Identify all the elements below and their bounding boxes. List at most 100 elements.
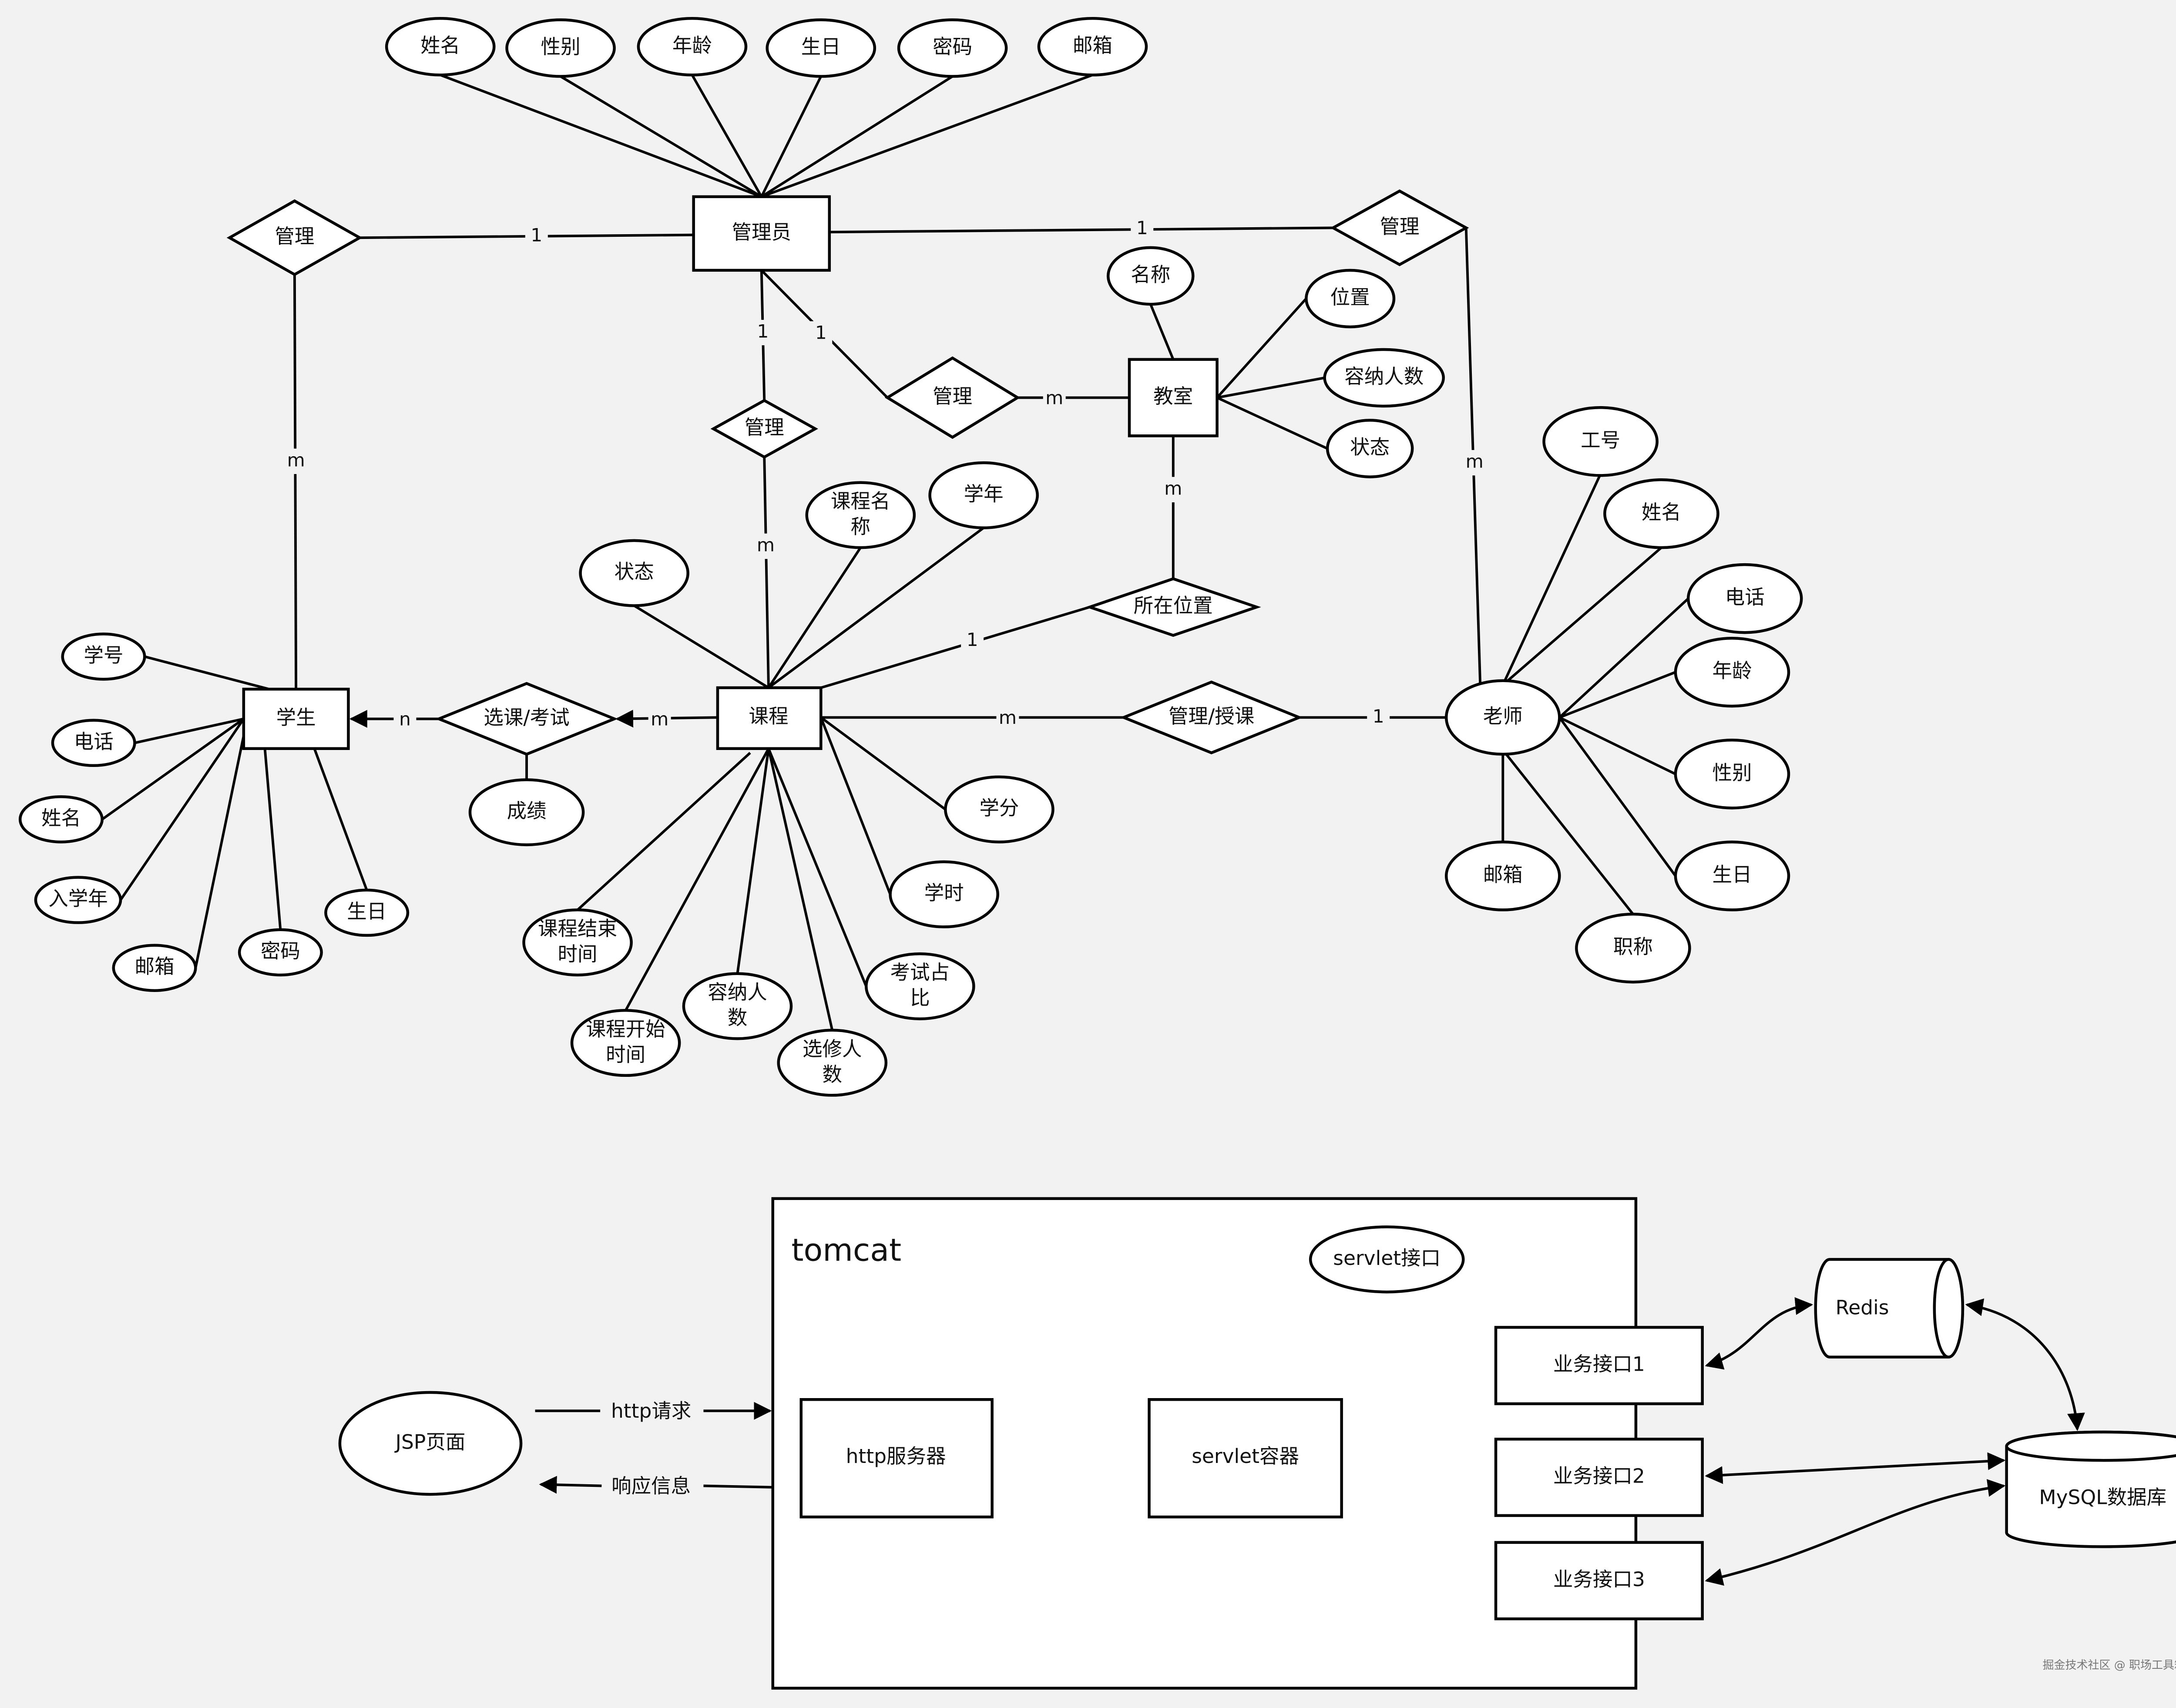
connector-line [760,76,822,198]
arrow-line [539,1476,602,1494]
connector-line [1216,298,1307,399]
attribute-ellipse [637,17,748,77]
connector-line [1216,396,1328,450]
cardinality-label: m [651,708,668,730]
cardinality-bg [648,707,671,733]
connector-line [263,748,282,930]
cardinality-bg [1162,477,1185,503]
service-interface-2 [1494,1438,1704,1517]
redis-label: Redis [1836,1296,1889,1319]
connector-line [1501,473,1602,686]
attribute-ellipse [18,795,104,844]
http-request-label: http请求 [611,1399,691,1422]
attribute-label: 入学年 [48,887,108,910]
service-interface-1 [1494,1326,1704,1405]
cardinality-bg [1131,216,1154,242]
entity-teacher [1444,679,1561,756]
attribute-ellipse [1686,563,1803,634]
servlet-interface-label: servlet接口 [1333,1247,1441,1270]
relationship-label: 管理 [275,225,314,248]
attribute-ellipse [1674,841,1790,911]
attribute-ellipse [777,1029,888,1097]
attribute-label: 密码 [261,939,300,962]
attribute-ellipse [1674,739,1790,810]
attribute-label-box: 课程结束时间 [538,918,617,967]
connector-line [820,716,947,810]
connector-line [1558,716,1677,877]
attribute-label: 姓名 [420,34,460,57]
cardinality-label: m [1045,387,1063,408]
connector-line [761,75,954,198]
attribute-label: 姓名 [41,807,81,830]
connector-line [633,604,769,689]
attribute-ellipse [522,908,633,977]
attribute-label: 课程名称 [831,491,890,539]
attribute-label: 学年 [964,482,1004,505]
connector-line [736,748,770,974]
attribute-ellipse [505,18,616,78]
attribute-ellipse [238,928,323,977]
attribute-label-wrap: 考试占比 [866,955,974,1017]
connector-line [101,718,245,820]
attribute-label-box: 课程开始时间 [586,1019,665,1067]
attribute-label: 学号 [84,644,124,667]
attribute-ellipse [468,778,585,847]
attribute-ellipse [324,888,410,937]
attribute-ellipse [1674,636,1790,708]
connector-line [767,547,862,689]
attribute-label: 位置 [1330,286,1370,309]
connector-line [763,457,770,688]
attribute-label: 生日 [801,35,841,58]
mysql-link [1705,1479,2006,1586]
relationship-admin_classroom [884,356,1021,439]
relationship-label: 选课/考试 [484,706,569,729]
connector-line [625,748,770,1011]
servlet-container-label: servlet容器 [1192,1445,1299,1468]
attribute-ellipse [805,481,916,549]
connector-line [1502,546,1662,686]
watermark: 掘金技术社区 @ 职场工具箱 [2042,1659,2176,1672]
cardinality-bg [525,223,548,249]
cardinality-label: 1 [531,224,542,245]
entity-student [242,688,350,750]
mysql-link [1705,1452,2006,1484]
connector-line [313,748,368,891]
attribute-ellipse [897,18,1008,78]
mysql-label: MySQL数据库 [2039,1486,2166,1509]
attribute-label: 成绩 [507,800,547,823]
connector-line [691,74,763,198]
entity-label: 课程 [749,705,788,728]
entity-label: 老师 [1483,705,1523,728]
attribute-label: 状态 [615,560,654,583]
attribute-ellipse [889,860,999,928]
attribute-ellipse [51,719,136,767]
connector-line [703,1484,772,1489]
cardinality-bg [751,319,775,346]
connector-line [1558,598,1689,719]
attribute-label-box: 容纳人数 [708,982,767,1030]
attribute-ellipse [944,775,1054,844]
cardinality-bg [393,707,416,733]
cardinality-label: 1 [1136,217,1148,239]
attribute-label: 性别 [1712,761,1752,784]
relationship-label: 所在位置 [1134,594,1213,617]
attribute-ellipse [1444,841,1561,911]
connector-line [560,75,762,198]
attribute-label: 状态 [1350,436,1390,459]
attribute-label: 容纳人数 [708,982,767,1030]
servlet-container-box [1148,1398,1343,1519]
attribute-ellipse [1106,246,1195,306]
attribute-label: 生日 [347,900,386,923]
connector-line [820,605,1090,689]
cardinality-label: 1 [757,320,769,342]
attribute-label: 名称 [1131,263,1170,286]
connector-line [829,226,1333,234]
attribute-label-wrap: 选修人数 [779,1032,886,1094]
http-server-box [799,1398,994,1519]
redis-cylinder-end [1933,1258,1964,1358]
cardinality-bg [961,628,984,654]
connector-line [134,717,244,744]
cardinality-bg [809,321,833,347]
cardinality-label: m [287,449,305,471]
connector-line [819,717,892,895]
